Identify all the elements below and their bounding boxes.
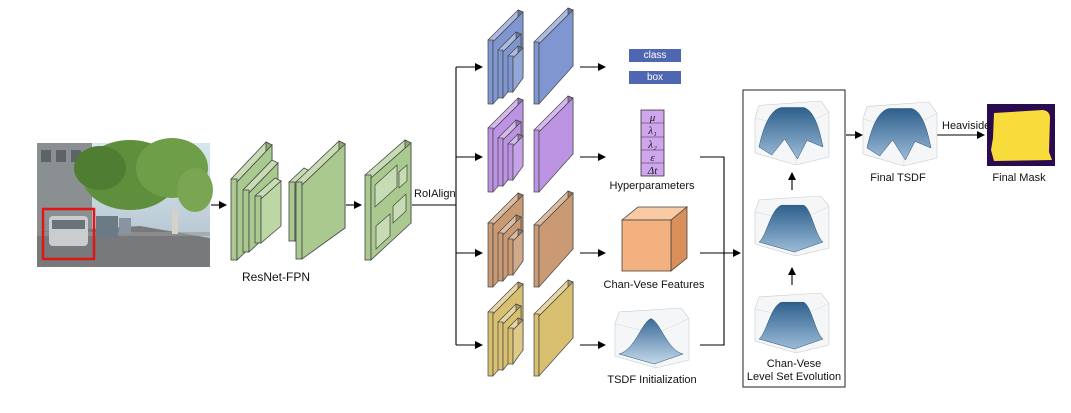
final-mask-label: Final Mask (992, 172, 1046, 184)
evolution-label-line1: Chan-Vese (766, 358, 822, 370)
features-head-block (487, 190, 574, 288)
connector-hyperparameters (700, 156, 725, 253)
hyper-head-block (487, 95, 574, 193)
evolution-surface-step-2 (754, 195, 830, 257)
class-head-block (487, 7, 574, 105)
flow-connectors (211, 63, 985, 349)
final-tsdf-surface (862, 101, 938, 167)
tsdf-initialization-surface (614, 307, 690, 369)
final-tsdf-label: Final TSDF (870, 172, 926, 184)
evolution-surface-step-3 (754, 100, 830, 166)
chan-vese-feature-cube (620, 206, 689, 272)
evolution-label-line2: Level Set Evolution (746, 371, 842, 383)
chan-vese-features-label: Chan-Vese Features (603, 279, 705, 291)
hyper-symbol-epsilon: ε (650, 152, 655, 164)
tsdf-head-block (487, 279, 574, 377)
tsdf-initialization-label: TSDF Initialization (607, 374, 697, 386)
roi-feature-map (364, 139, 412, 261)
input-street-image (37, 138, 213, 267)
heaviside-label: Heaviside (942, 120, 991, 132)
hyper-symbol-lambda2: λ₂ (647, 139, 657, 151)
backbone-label: ResNet-FPN (241, 270, 311, 284)
roialign-label: RoIAlign (414, 188, 456, 200)
final-mask-image (987, 104, 1055, 166)
connector-tsdf-init (700, 253, 725, 346)
box-output-tag: box (629, 71, 681, 84)
hyperparameter-vector: μ λ₁ λ₂ ε Δt (640, 109, 665, 177)
hyper-symbol-lambda1: λ₁ (647, 125, 657, 137)
evolution-surface-step-1 (754, 292, 830, 354)
resnet-fpn-backbone (230, 140, 346, 261)
level-set-evolution-frame (742, 89, 846, 388)
hyper-symbol-dt: Δt (647, 165, 658, 177)
prediction-heads (487, 7, 574, 377)
hyper-symbol-mu: μ (649, 112, 656, 124)
tsdf-surface-plots (614, 100, 938, 369)
class-output-tag: class (629, 49, 681, 62)
hyperparameters-label: Hyperparameters (609, 180, 695, 192)
